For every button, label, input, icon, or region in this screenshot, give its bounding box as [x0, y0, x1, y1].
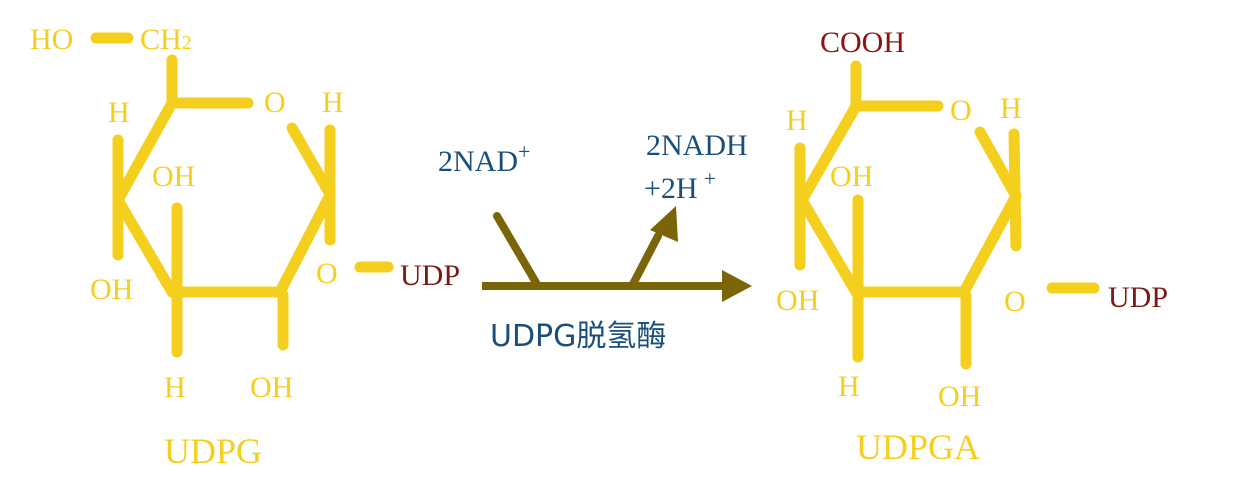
- udpga-labels: O H H OH OH O H OH UDPGA: [776, 92, 1026, 467]
- h-plus-label: +2H+: [644, 166, 716, 205]
- glyco-oxygen-label: O: [316, 257, 338, 290]
- h-bottom-label: H: [164, 371, 186, 404]
- nad-label: 2NAD+: [438, 139, 530, 178]
- ring-oxygen-label: O: [264, 86, 286, 119]
- cooh-label: COOH: [820, 26, 905, 59]
- udpg-labels: HO CH2 O H H OH OH O H OH UDPG: [30, 23, 344, 471]
- nadh-output-arrowhead: [650, 206, 678, 242]
- ch2-label: CH2: [140, 23, 192, 56]
- oh-left-label: OH: [776, 284, 819, 317]
- oh-inner-label: OH: [152, 160, 195, 193]
- udpga-name: UDPGA: [856, 427, 980, 467]
- udpg-name: UDPG: [164, 431, 262, 471]
- ho-label: HO: [30, 23, 73, 56]
- h-left-label: H: [108, 96, 130, 129]
- c1-h-bond: [1008, 128, 1022, 252]
- nadh-label: 2NADH: [646, 129, 748, 162]
- h-top-right-label: H: [1000, 92, 1022, 125]
- udpg-structure: [90, 32, 394, 358]
- h-top-right-label: H: [322, 86, 344, 119]
- h-left-label: H: [786, 104, 808, 137]
- udp-label-left: UDP: [400, 259, 460, 292]
- glyco-oxygen-label: O: [1004, 285, 1026, 318]
- c2-c1-bond: [958, 190, 1022, 298]
- udp-label-right: UDP: [1108, 281, 1168, 314]
- o-c1-bond: [286, 122, 336, 200]
- c4-c3-bond: [112, 194, 178, 298]
- enzyme-label: UDPG脱氢酶: [490, 319, 666, 354]
- oh-bottom-label: OH: [250, 371, 293, 404]
- nadh-output-line: [628, 232, 662, 290]
- udpga-structure: [794, 60, 1100, 370]
- main-arrowhead: [722, 270, 752, 302]
- c5-c4-bond: [796, 100, 862, 206]
- c4-c3-bond: [796, 194, 862, 298]
- reaction-arrow: [482, 206, 752, 302]
- ring-oxygen-label: O: [950, 94, 972, 127]
- reaction-labels: 2NAD+ 2NADH +2H+ UDPG脱氢酶: [438, 129, 748, 354]
- c2-c1-bond: [274, 189, 336, 298]
- oh-bottom-label: OH: [938, 380, 981, 413]
- oh-inner-label: OH: [830, 160, 873, 193]
- nad-input-curve: [493, 212, 542, 290]
- c5-c4-bond: [112, 97, 178, 206]
- h-bottom-label: H: [838, 370, 860, 403]
- oh-left-label: OH: [90, 273, 133, 306]
